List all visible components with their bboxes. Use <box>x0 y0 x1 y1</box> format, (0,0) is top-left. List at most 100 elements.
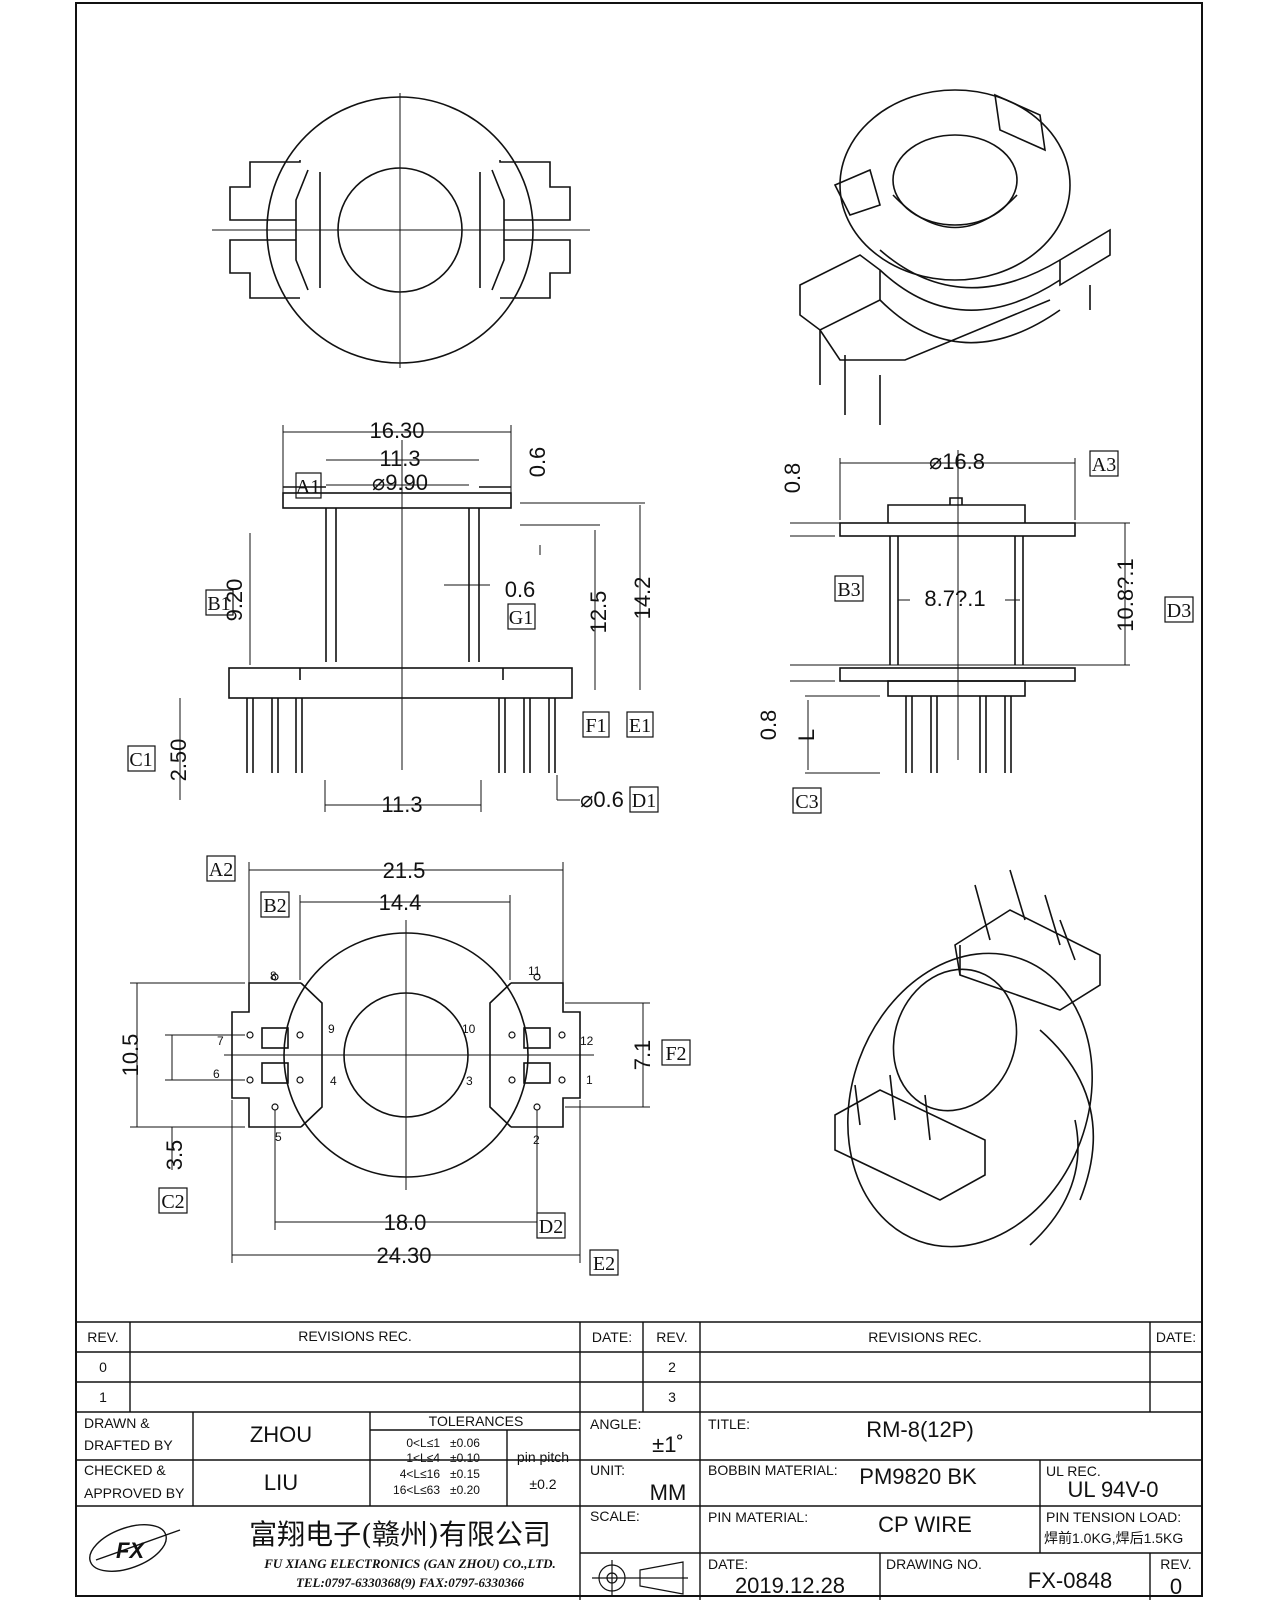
pin-tension-label: PIN TENSION LOAD: <box>1046 1509 1181 1525</box>
side-dim-height: 10.8?.1 <box>1113 558 1138 631</box>
drawing-no-value: FX-0848 <box>1028 1568 1112 1593</box>
label-c1: C1 <box>129 749 152 771</box>
front-view: 16.30 11.3 ⌀9.90 0.6 9.20 0.6 12.5 14.2 … <box>127 418 659 817</box>
pin-3: 3 <box>466 1074 473 1088</box>
logo-text: FX <box>116 1538 145 1563</box>
rev-header-right: REV. <box>656 1329 687 1345</box>
dim-h2: 14.2 <box>630 577 655 620</box>
side-dim-base: 0.8 <box>756 710 781 741</box>
label-d1: D1 <box>632 790 656 812</box>
date-header-right: DATE: <box>1156 1329 1196 1345</box>
pin-4: 4 <box>330 1074 337 1088</box>
rev-row-1: 1 <box>99 1389 107 1405</box>
tol-value-1: ±0.10 <box>450 1451 480 1465</box>
date-value: 2019.12.28 <box>735 1573 845 1598</box>
label-c2: C2 <box>161 1191 184 1213</box>
title-block: REV. REVISIONS REC. DATE: REV. REVISIONS… <box>76 1321 1202 1600</box>
company-logo: FX <box>89 1524 181 1572</box>
checked-by: LIU <box>264 1470 298 1495</box>
dim-pin-dia: ⌀0.6 <box>580 787 624 812</box>
top-view <box>212 93 590 368</box>
side-dim-pin: L <box>794 729 819 741</box>
bottom-dim-height: 10.5 <box>118 1034 143 1077</box>
ul-label: UL REC. <box>1046 1463 1101 1479</box>
dim-inner-top: 11.3 <box>379 446 420 471</box>
label-b2: B2 <box>263 895 286 917</box>
dim-width-top: 16.30 <box>369 418 424 443</box>
checked-label: CHECKED & <box>84 1462 166 1478</box>
revisions-header-left: REVISIONS REC. <box>298 1328 412 1344</box>
drawn-by: ZHOU <box>250 1422 312 1447</box>
iso-view-top <box>799 89 1111 425</box>
scale-label: SCALE: <box>590 1508 640 1524</box>
unit-value: MM <box>650 1480 687 1505</box>
tol-value-0: ±0.06 <box>450 1436 480 1450</box>
pin-10: 10 <box>462 1022 476 1036</box>
dim-h1: 12.5 <box>586 591 611 634</box>
dim-flange-thk: 0.6 <box>525 447 550 478</box>
pin-5: 5 <box>275 1130 282 1144</box>
tol-range-1: 1<L≤4 <box>406 1451 440 1465</box>
pin-1: 1 <box>586 1073 593 1087</box>
label-d3: D3 <box>1167 600 1191 622</box>
dim-bottom-inner: 11.3 <box>381 792 422 817</box>
tol-value-2: ±0.15 <box>450 1467 480 1481</box>
label-b3: B3 <box>837 579 860 601</box>
label-d2: D2 <box>539 1216 563 1238</box>
label-b1: B1 <box>207 593 230 615</box>
bottom-dim-pin-span: 18.0 <box>384 1210 427 1235</box>
label-f2: F2 <box>665 1043 686 1065</box>
pin-7: 7 <box>217 1034 224 1048</box>
title-value: RM-8(12P) <box>866 1417 974 1442</box>
company-name-en: FU XIANG ELECTRONICS (GAN ZHOU) CO.,LTD. <box>263 1556 556 1571</box>
projection-symbol-icon <box>592 1560 688 1596</box>
angle-value: ±1˚ <box>652 1432 684 1457</box>
label-e2: E2 <box>593 1253 615 1275</box>
bottom-view: 1 2 3 4 5 6 7 8 9 10 11 12 21.5 14.4 <box>118 855 691 1276</box>
side-dim-dia: ⌀16.8 <box>929 449 985 474</box>
tolerances-header: TOLERANCES <box>429 1413 524 1429</box>
bobbin-material-label: BOBBIN MATERIAL: <box>708 1462 838 1478</box>
company-name-cn: 富翔电子(赣州)有限公司 <box>249 1518 551 1551</box>
angle-label: ANGLE: <box>590 1416 641 1432</box>
pin-pitch-tol: ±0.2 <box>529 1476 556 1492</box>
rev-row-2: 2 <box>668 1359 676 1375</box>
label-g1: G1 <box>509 607 533 629</box>
rev-header-left: REV. <box>87 1329 118 1345</box>
date-label: DATE: <box>708 1556 748 1572</box>
label-f1: F1 <box>585 715 606 737</box>
bottom-dim-width: 21.5 <box>383 858 426 883</box>
rev-label: REV. <box>1160 1556 1191 1572</box>
rev-value: 0 <box>1170 1574 1182 1599</box>
pin-tension-value: 焊前1.0KG,焊后1.5KG <box>1044 1530 1183 1546</box>
dim-bore: ⌀9.90 <box>372 470 428 495</box>
bottom-dim-pin-pitch: 3.5 <box>162 1140 187 1171</box>
drafted-label: DRAFTED BY <box>84 1437 173 1453</box>
bottom-dim-right-h: 7.1 <box>630 1040 655 1071</box>
label-a1: A1 <box>296 476 320 498</box>
label-e1: E1 <box>629 715 651 737</box>
pin-pitch-label: pin pitch <box>517 1449 569 1465</box>
side-dim-core: 8.7?.1 <box>924 586 985 611</box>
label-a2: A2 <box>209 859 233 881</box>
tol-range-0: 0<L≤1 <box>406 1436 440 1450</box>
approved-label: APPROVED BY <box>84 1485 185 1501</box>
date-header-left: DATE: <box>592 1329 632 1345</box>
iso-view-bottom <box>834 869 1101 1248</box>
pin-9: 9 <box>328 1022 335 1036</box>
side-view: ⌀16.8 0.8 8.7?.1 10.8?.1 0.8 L A3 B3 C3 … <box>756 449 1194 814</box>
drawing-no-label: DRAWING NO. <box>886 1556 982 1572</box>
sheet-border <box>75 2 1203 1597</box>
pin-holes <box>246 973 566 1111</box>
bottom-dim-overall: 24.30 <box>376 1243 431 1268</box>
pin-material-value: CP WIRE <box>878 1512 972 1537</box>
dim-height-body: 9.20 <box>222 579 247 622</box>
tol-range-3: 16<L≤63 <box>393 1483 440 1497</box>
pin-material-label: PIN MATERIAL: <box>708 1509 808 1525</box>
pin-6: 6 <box>213 1067 220 1081</box>
title-label: TITLE: <box>708 1416 750 1432</box>
unit-label: UNIT: <box>590 1462 625 1478</box>
bobbin-material-value: PM9820 BK <box>859 1464 977 1489</box>
dim-pin-len: 2.50 <box>166 739 191 782</box>
